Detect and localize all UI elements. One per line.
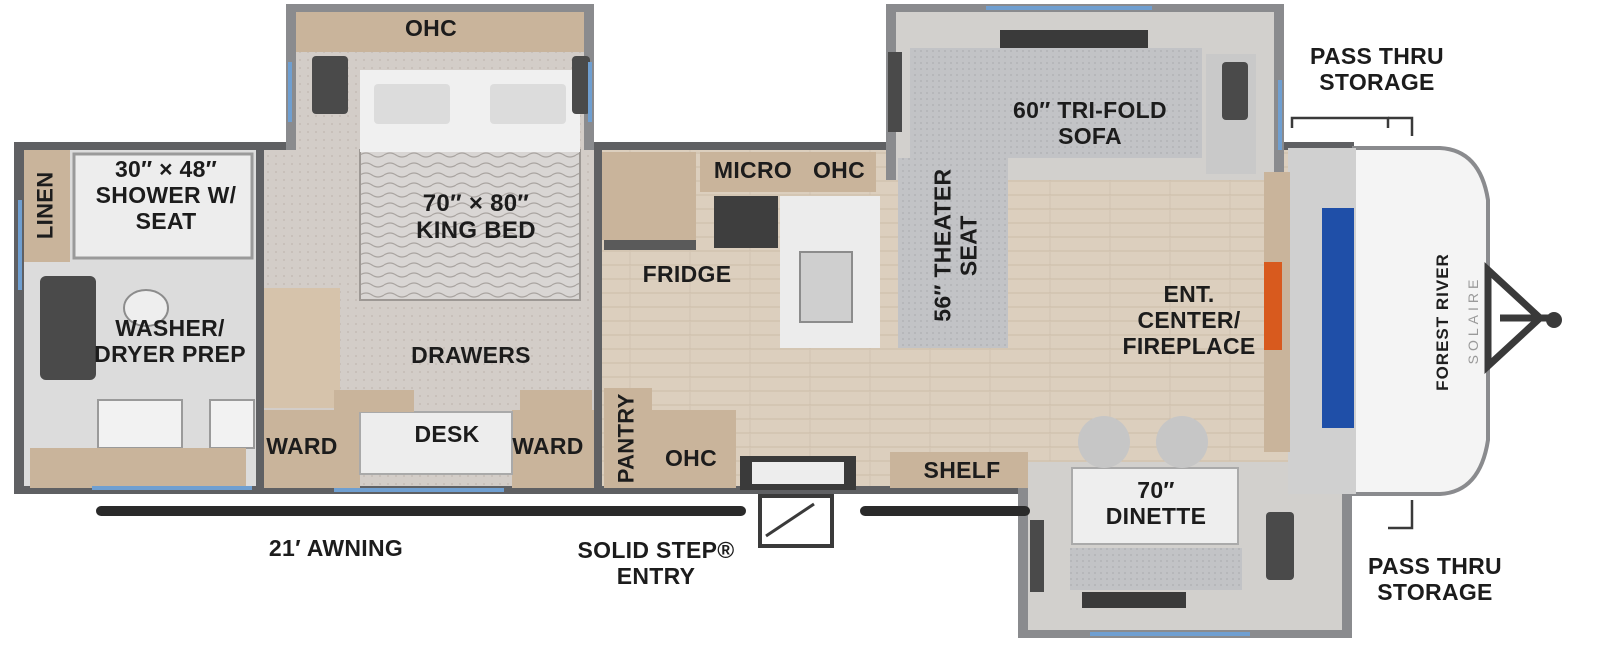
shower-label: 30″ × 48″ SHOWER W/ SEAT (95, 156, 237, 234)
ent-center-label: ENT. CENTER/ FIREPLACE (1122, 281, 1256, 359)
linen-label: LINEN (32, 171, 58, 240)
king-bed-label: 70″ × 80″ KING BED (416, 190, 536, 244)
sofa-label: 60″ TRI-FOLD SOFA (1013, 97, 1167, 149)
theater-seat-label: 56″ THEATER SEAT (929, 168, 981, 322)
washer-dryer-label: WASHER/ DRYER PREP (94, 315, 246, 367)
entry-and-awning (96, 456, 1030, 548)
desk-label: DESK (414, 421, 480, 447)
drawers-label: DRAWERS (411, 342, 531, 368)
brand-model: SOLAIRE (1465, 275, 1481, 365)
bathroom (24, 150, 264, 488)
shelf-label: SHELF (923, 457, 1001, 483)
ward-right-label: WARD (512, 433, 584, 459)
ohc-micro-label: OHC (812, 157, 865, 183)
brand-name: FOREST RIVER (1433, 253, 1452, 391)
ohc-kitchen-label: OHC (664, 445, 717, 471)
ohc-bedroom-label: OHC (404, 15, 457, 41)
micro-label: MICRO (713, 157, 793, 183)
pass-thru-storage-top-label: PASS THRU STORAGE (1310, 43, 1444, 95)
windows (18, 6, 1282, 636)
entry-label: SOLID STEP® ENTRY (577, 537, 735, 589)
fridge-label: FRIDGE (642, 261, 732, 287)
living-room (888, 30, 1354, 452)
ward-left-label: WARD (266, 433, 338, 459)
awning-label: 21′ AWNING (268, 535, 404, 561)
kitchen (602, 152, 1028, 488)
pantry-label: PANTRY (613, 393, 639, 484)
dinette-label: 70″ DINETTE (1105, 477, 1207, 529)
bedroom (264, 12, 602, 488)
pass-thru-brackets (1290, 116, 1414, 530)
dinette (1030, 416, 1294, 608)
pass-thru-storage-bottom-label: PASS THRU STORAGE (1368, 553, 1502, 605)
